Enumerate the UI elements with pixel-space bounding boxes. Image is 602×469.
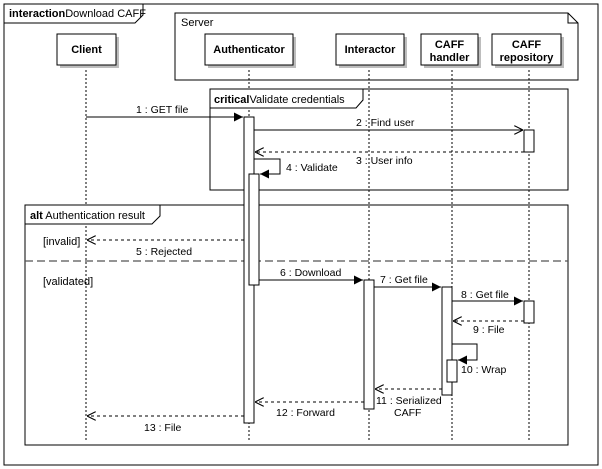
lifeline-interactor[interactable]: Interactor — [335, 33, 407, 68]
message-3-label: 3 : User info — [356, 155, 413, 167]
server-package-label: Server — [181, 17, 214, 29]
frame-name: Download CAFF — [65, 8, 146, 20]
message-4-label: 4 : Validate — [286, 162, 338, 174]
message-1-label: 1 : GET file — [136, 104, 188, 116]
message-10: 10 : Wrap — [452, 343, 506, 376]
message-11-label-1: 11 : Serialized — [376, 395, 442, 407]
activation-interactor — [363, 279, 375, 410]
message-2: 2 : Find user — [254, 117, 523, 130]
lifeline-caff-repository[interactable]: CAFF repository — [491, 33, 564, 68]
lifeline-caff-handler-label-1: CAFF — [435, 39, 465, 51]
activation-caff-handler — [441, 286, 453, 396]
message-7: 7 : Get file — [374, 274, 441, 292]
svg-text:alt Authentication result: alt Authentication result — [30, 210, 145, 222]
message-11-label-2: CAFF — [394, 407, 421, 419]
activation-caff-repository-1 — [523, 129, 535, 153]
message-9-label: 9 : File — [473, 324, 505, 336]
svg-text:criticalValidate credentials: criticalValidate credentials — [214, 94, 345, 106]
lifeline-caff-handler[interactable]: CAFF handler — [420, 33, 481, 68]
alt-guard-invalid: [invalid] — [43, 236, 80, 248]
message-12-label: 12 : Forward — [276, 407, 335, 419]
message-11: 11 : Serialized CAFF — [375, 389, 442, 419]
lifeline-authenticator[interactable]: Authenticator — [204, 33, 296, 68]
message-2-label: 2 : Find user — [356, 117, 415, 129]
message-13-label: 13 : File — [144, 422, 182, 434]
message-9: 9 : File — [453, 321, 524, 336]
message-1: 1 : GET file — [86, 104, 243, 122]
lifeline-authenticator-label: Authenticator — [213, 44, 285, 56]
message-5: 5 : Rejected — [87, 240, 244, 258]
frame-keyword: interaction — [9, 8, 66, 20]
message-8-label: 8 : Get file — [461, 289, 509, 301]
critical-keyword: critical — [214, 94, 249, 106]
message-6: 6 : Download — [259, 267, 363, 285]
critical-fragment: criticalValidate credentials — [209, 88, 569, 191]
activations — [243, 116, 535, 424]
message-10-label: 10 : Wrap — [461, 364, 506, 376]
message-6-label: 6 : Download — [280, 267, 341, 279]
alt-fragment: alt Authentication result [invalid] [val… — [24, 204, 569, 446]
lifeline-caff-repository-label-2: repository — [500, 52, 555, 64]
alt-keyword: alt — [30, 210, 43, 222]
lifeline-caff-handler-label-2: handler — [430, 52, 470, 64]
interaction-frame: interactionDownload CAFF — [3, 3, 599, 466]
message-13: 13 : File — [87, 416, 244, 434]
message-8: 8 : Get file — [452, 289, 523, 306]
critical-name: Validate credentials — [249, 94, 345, 106]
activation-caff-repository-2 — [523, 300, 535, 324]
message-5-label: 5 : Rejected — [136, 246, 192, 258]
alt-name: Authentication result — [45, 210, 145, 222]
activation-authenticator-validate — [248, 173, 260, 286]
svg-text:interactionDownload CAFF: interactionDownload CAFF — [9, 8, 146, 20]
server-package: Server — [174, 12, 579, 81]
lifeline-interactor-label: Interactor — [345, 44, 396, 56]
lifeline-client-label: Client — [71, 44, 102, 56]
message-7-label: 7 : Get file — [380, 274, 428, 286]
activation-caff-handler-wrap — [446, 359, 458, 383]
message-12: 12 : Forward — [255, 402, 364, 419]
alt-guard-validated: [validated] — [43, 276, 93, 288]
lifeline-caff-repository-label-1: CAFF — [512, 39, 542, 51]
lifeline-client[interactable]: Client — [56, 33, 119, 68]
message-4: 4 : Validate — [254, 158, 338, 179]
message-3: 3 : User info — [255, 152, 524, 167]
